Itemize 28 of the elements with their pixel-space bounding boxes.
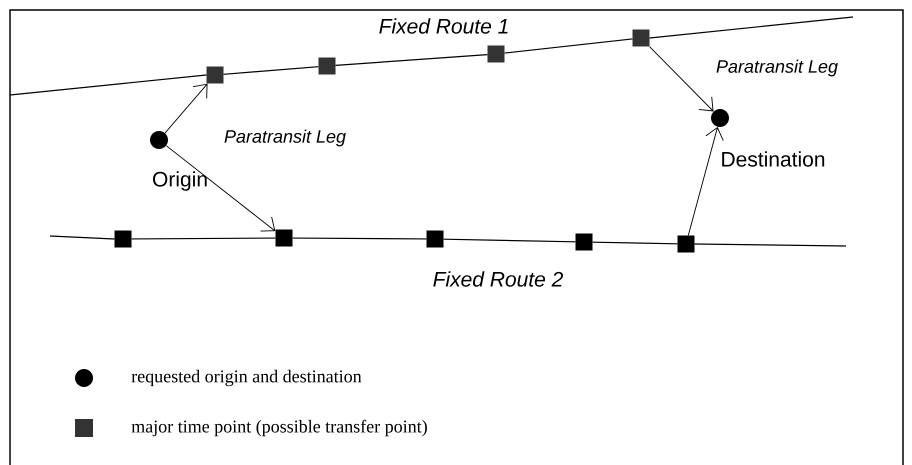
time-point-square xyxy=(576,234,592,250)
time-point-square xyxy=(206,66,224,84)
route-line xyxy=(504,38,632,54)
leg-label: Paratransit Leg xyxy=(716,60,838,76)
arrow xyxy=(166,145,276,232)
route-line xyxy=(592,242,678,244)
time-point-square xyxy=(318,58,336,74)
location-label: Destination xyxy=(722,151,824,167)
arrow xyxy=(649,46,714,112)
route-line xyxy=(224,66,318,75)
route-label: Fixed Route 2 xyxy=(433,271,564,287)
time-point-square xyxy=(632,30,650,46)
time-point-square xyxy=(678,236,694,252)
route-line xyxy=(132,237,276,240)
leg-label: Paratransit Leg xyxy=(224,130,346,146)
route-line xyxy=(292,237,426,240)
time-point-square xyxy=(426,230,444,248)
legend-text: requested origin and destination xyxy=(132,370,362,386)
route-label: Fixed Route 1 xyxy=(379,18,508,34)
route-line xyxy=(444,238,576,242)
time-point-square xyxy=(276,230,292,246)
route-line xyxy=(336,54,488,66)
time-point-square xyxy=(488,46,504,62)
arrow xyxy=(164,84,208,134)
arrow xyxy=(688,126,724,236)
location-label: Origin xyxy=(153,171,207,191)
legend-text: major time point (possible transfer point) xyxy=(132,420,427,436)
time-point-square xyxy=(114,230,132,248)
